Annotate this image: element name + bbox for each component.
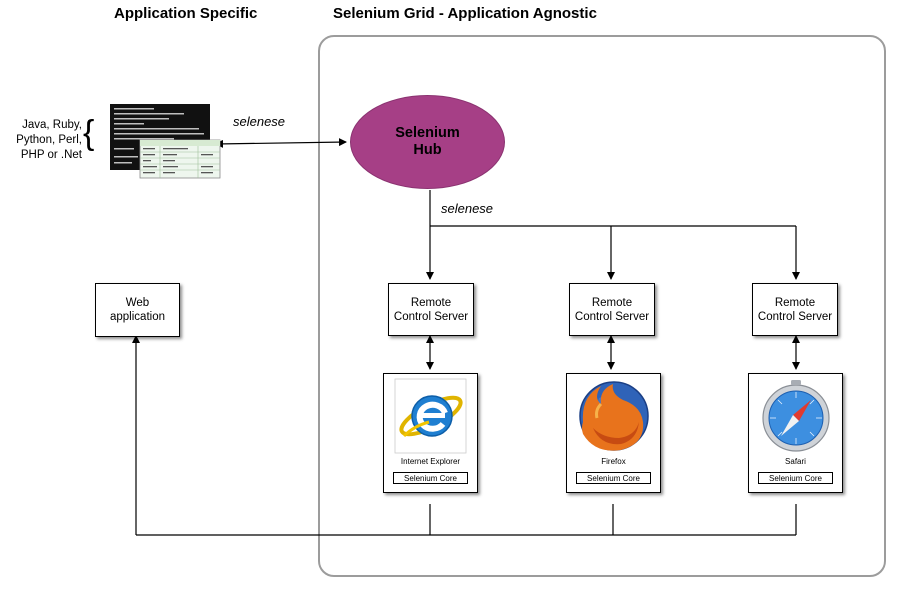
firefox-icon — [579, 381, 649, 451]
client-languages-text: Java, Ruby, Python, Perl, PHP or .Net — [16, 119, 82, 161]
remote-control-server-label: Remote Control Server — [393, 296, 469, 323]
remote-control-server-3: Remote Control Server — [752, 283, 838, 336]
browser-name: Safari — [785, 457, 806, 466]
selenese-label-client: selenese — [233, 114, 286, 129]
browser-box-firefox: Firefox Selenium Core — [566, 373, 661, 493]
remote-control-server-label: Remote Control Server — [574, 296, 650, 323]
remote-control-server-2: Remote Control Server — [569, 283, 655, 336]
internet-explorer-icon — [394, 378, 467, 454]
safari-icon — [762, 380, 830, 452]
selenese-label-hub: selenese — [441, 201, 494, 216]
web-application-box: Web application — [95, 283, 180, 337]
browser-box-safari: Safari Selenium Core — [748, 373, 843, 493]
heading-selenium-grid: Selenium Grid - Application Agnostic — [333, 5, 597, 22]
selenium-hub-node: Selenium Hub — [350, 95, 505, 189]
remote-control-server-1: Remote Control Server — [388, 283, 474, 336]
selenium-core-box: Selenium Core — [393, 472, 468, 484]
remote-control-server-label: Remote Control Server — [757, 296, 833, 323]
selenium-core-box: Selenium Core — [576, 472, 651, 484]
client-hub-connector — [215, 138, 347, 148]
browser-box-internet-explorer: Internet Explorer Selenium Core — [383, 373, 478, 493]
web-application-label: Web application — [110, 297, 165, 323]
curly-brace-icon: { — [83, 114, 95, 152]
browser-name: Internet Explorer — [400, 457, 461, 466]
selenium-core-box: Selenium Core — [758, 472, 833, 484]
terminal-screenshot-icon — [110, 104, 221, 179]
grid-region-boundary — [318, 35, 886, 577]
browser-name: Firefox — [601, 457, 626, 466]
hub-label: Selenium Hub — [395, 125, 460, 158]
heading-application-specific: Application Specific — [114, 5, 258, 22]
